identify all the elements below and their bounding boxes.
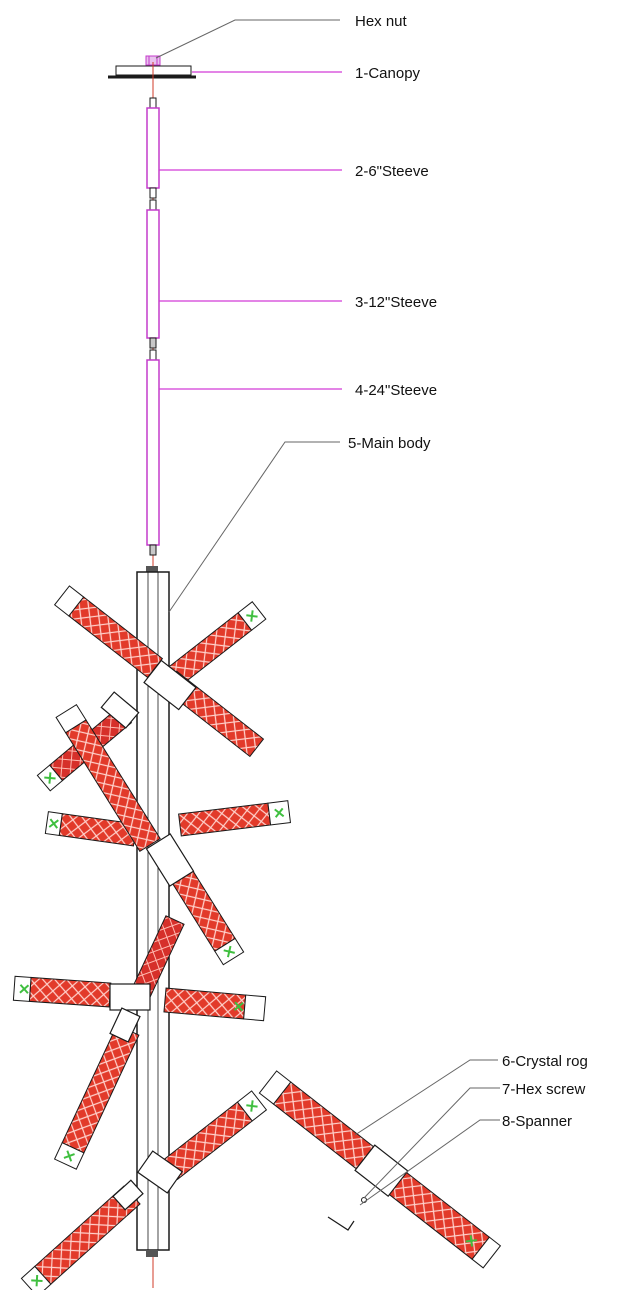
label-hex-screw: 7-Hex screw — [502, 1081, 586, 1098]
label-spanner: 8-Spanner — [502, 1113, 572, 1130]
label-sleeve-6: 2-6"Steeve — [355, 163, 429, 180]
crystal-rod — [161, 1090, 268, 1181]
rod-joint-block — [145, 833, 195, 887]
rod-joint-block — [109, 983, 151, 1011]
rod-joint-block — [109, 1007, 141, 1043]
sleeve-12-inch — [146, 199, 160, 349]
label-sleeve-12: 3-12"Steeve — [355, 294, 437, 311]
crystal-rod — [12, 975, 112, 1008]
sleeve-24-inch — [146, 349, 160, 556]
crystal-rod — [53, 1024, 140, 1170]
label-crystal-rod: 6-Crystal rog — [502, 1053, 588, 1070]
rod-joint-block — [112, 1179, 144, 1211]
leader-lines — [155, 19, 500, 1206]
rod-joint-block — [100, 691, 140, 729]
crystal-rod-detail — [258, 1070, 502, 1269]
crystal-rod — [44, 811, 138, 847]
label-canopy: 1-Canopy — [355, 65, 421, 82]
label-hex-nut: Hex nut — [355, 13, 408, 30]
crystal-rod — [163, 987, 267, 1022]
spanner — [327, 1216, 355, 1231]
crystal-rod — [55, 703, 161, 853]
label-main-body: 5-Main body — [348, 435, 431, 452]
canopy — [108, 65, 196, 79]
label-sleeve-24: 4-24"Steeve — [355, 382, 437, 399]
rod-joint-block — [136, 1150, 184, 1194]
rod-joint-block — [143, 659, 197, 711]
crystal-rod — [178, 800, 292, 837]
sleeve-6-inch — [146, 97, 160, 199]
hex-nut — [145, 55, 161, 66]
